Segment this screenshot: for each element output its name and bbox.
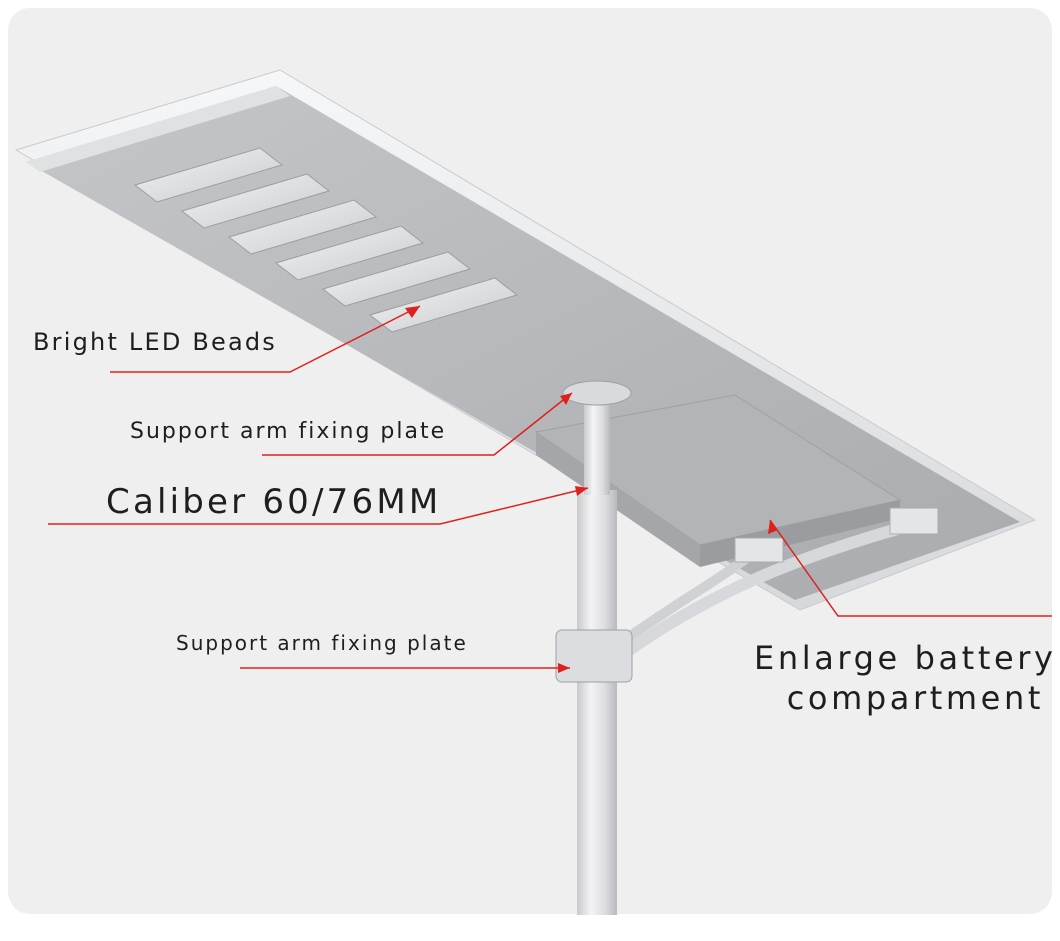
battery-compartment-label: Enlarge battery compartment	[754, 638, 1057, 718]
arm-bracket-right	[889, 507, 939, 535]
arm-bracket-left	[734, 537, 784, 563]
callout-lines	[48, 305, 1052, 669]
led-beads-label: Bright LED Beads	[33, 328, 278, 356]
led-modules	[133, 147, 519, 333]
callout-support-plate-top	[262, 392, 573, 456]
support-plate-top-label: Support arm fixing plate	[130, 419, 447, 444]
battery-label-line2: compartment	[786, 679, 1044, 717]
pole	[555, 380, 633, 915]
callout-battery	[769, 519, 1052, 617]
callout-caliber	[48, 487, 589, 525]
callout-arrowheads	[405, 306, 778, 673]
top-fixing-plate	[562, 380, 632, 406]
callout-led-beads	[110, 305, 421, 373]
support-plate-bottom-label: Support arm fixing plate	[176, 631, 468, 655]
battery-label-line1: Enlarge battery	[754, 639, 1057, 677]
support-arms	[618, 507, 939, 660]
caliber-label: Caliber 60/76MM	[106, 482, 442, 522]
pole-top-section	[584, 400, 610, 495]
pole-clamp	[555, 629, 633, 683]
